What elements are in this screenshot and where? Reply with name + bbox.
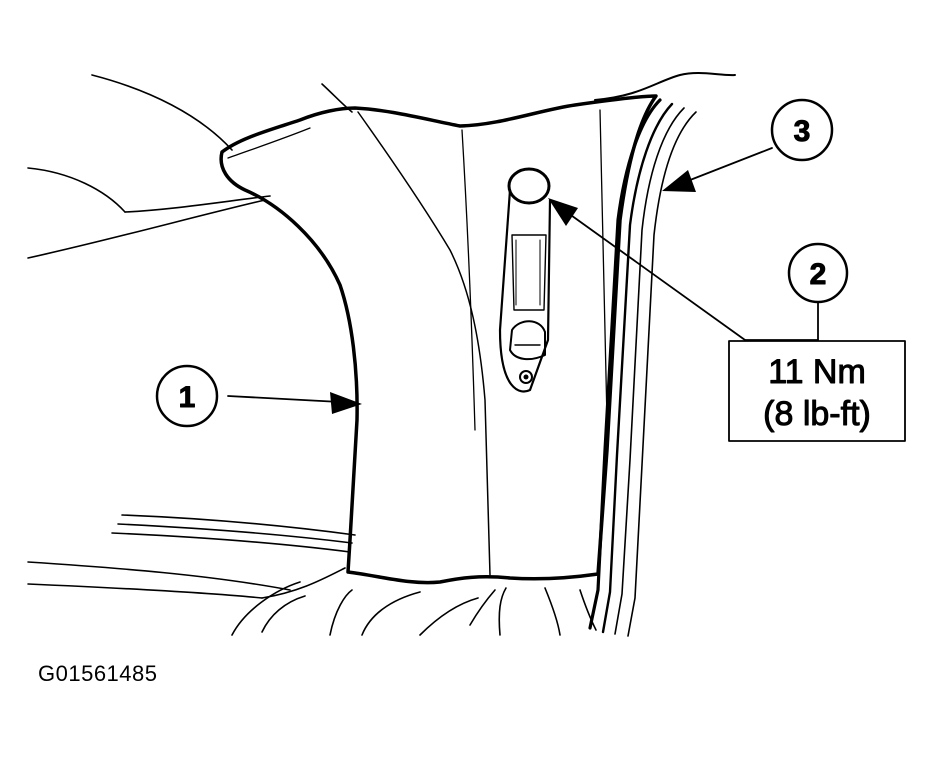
seat-belt-slot <box>498 167 552 393</box>
figure-id: G01561485 <box>38 661 158 686</box>
callout-2: 2 <box>787 242 849 304</box>
callout-3: 3 <box>770 98 834 162</box>
callout-3-label: 3 <box>794 115 811 148</box>
vehicle-interior-lines <box>27 74 597 636</box>
quarter-trim-panel <box>219 94 658 585</box>
callout-1-label: 1 <box>179 381 196 414</box>
callout-2-label: 2 <box>810 258 827 291</box>
torque-spec-box: 11 Nm (8 lb-ft) <box>728 340 906 442</box>
callout-1: 1 <box>155 364 219 428</box>
torque-metric: 11 Nm <box>768 353 866 391</box>
door-weatherstrip <box>588 72 736 637</box>
leader-lines <box>227 147 819 414</box>
torque-imperial: (8 lb-ft) <box>763 395 871 433</box>
